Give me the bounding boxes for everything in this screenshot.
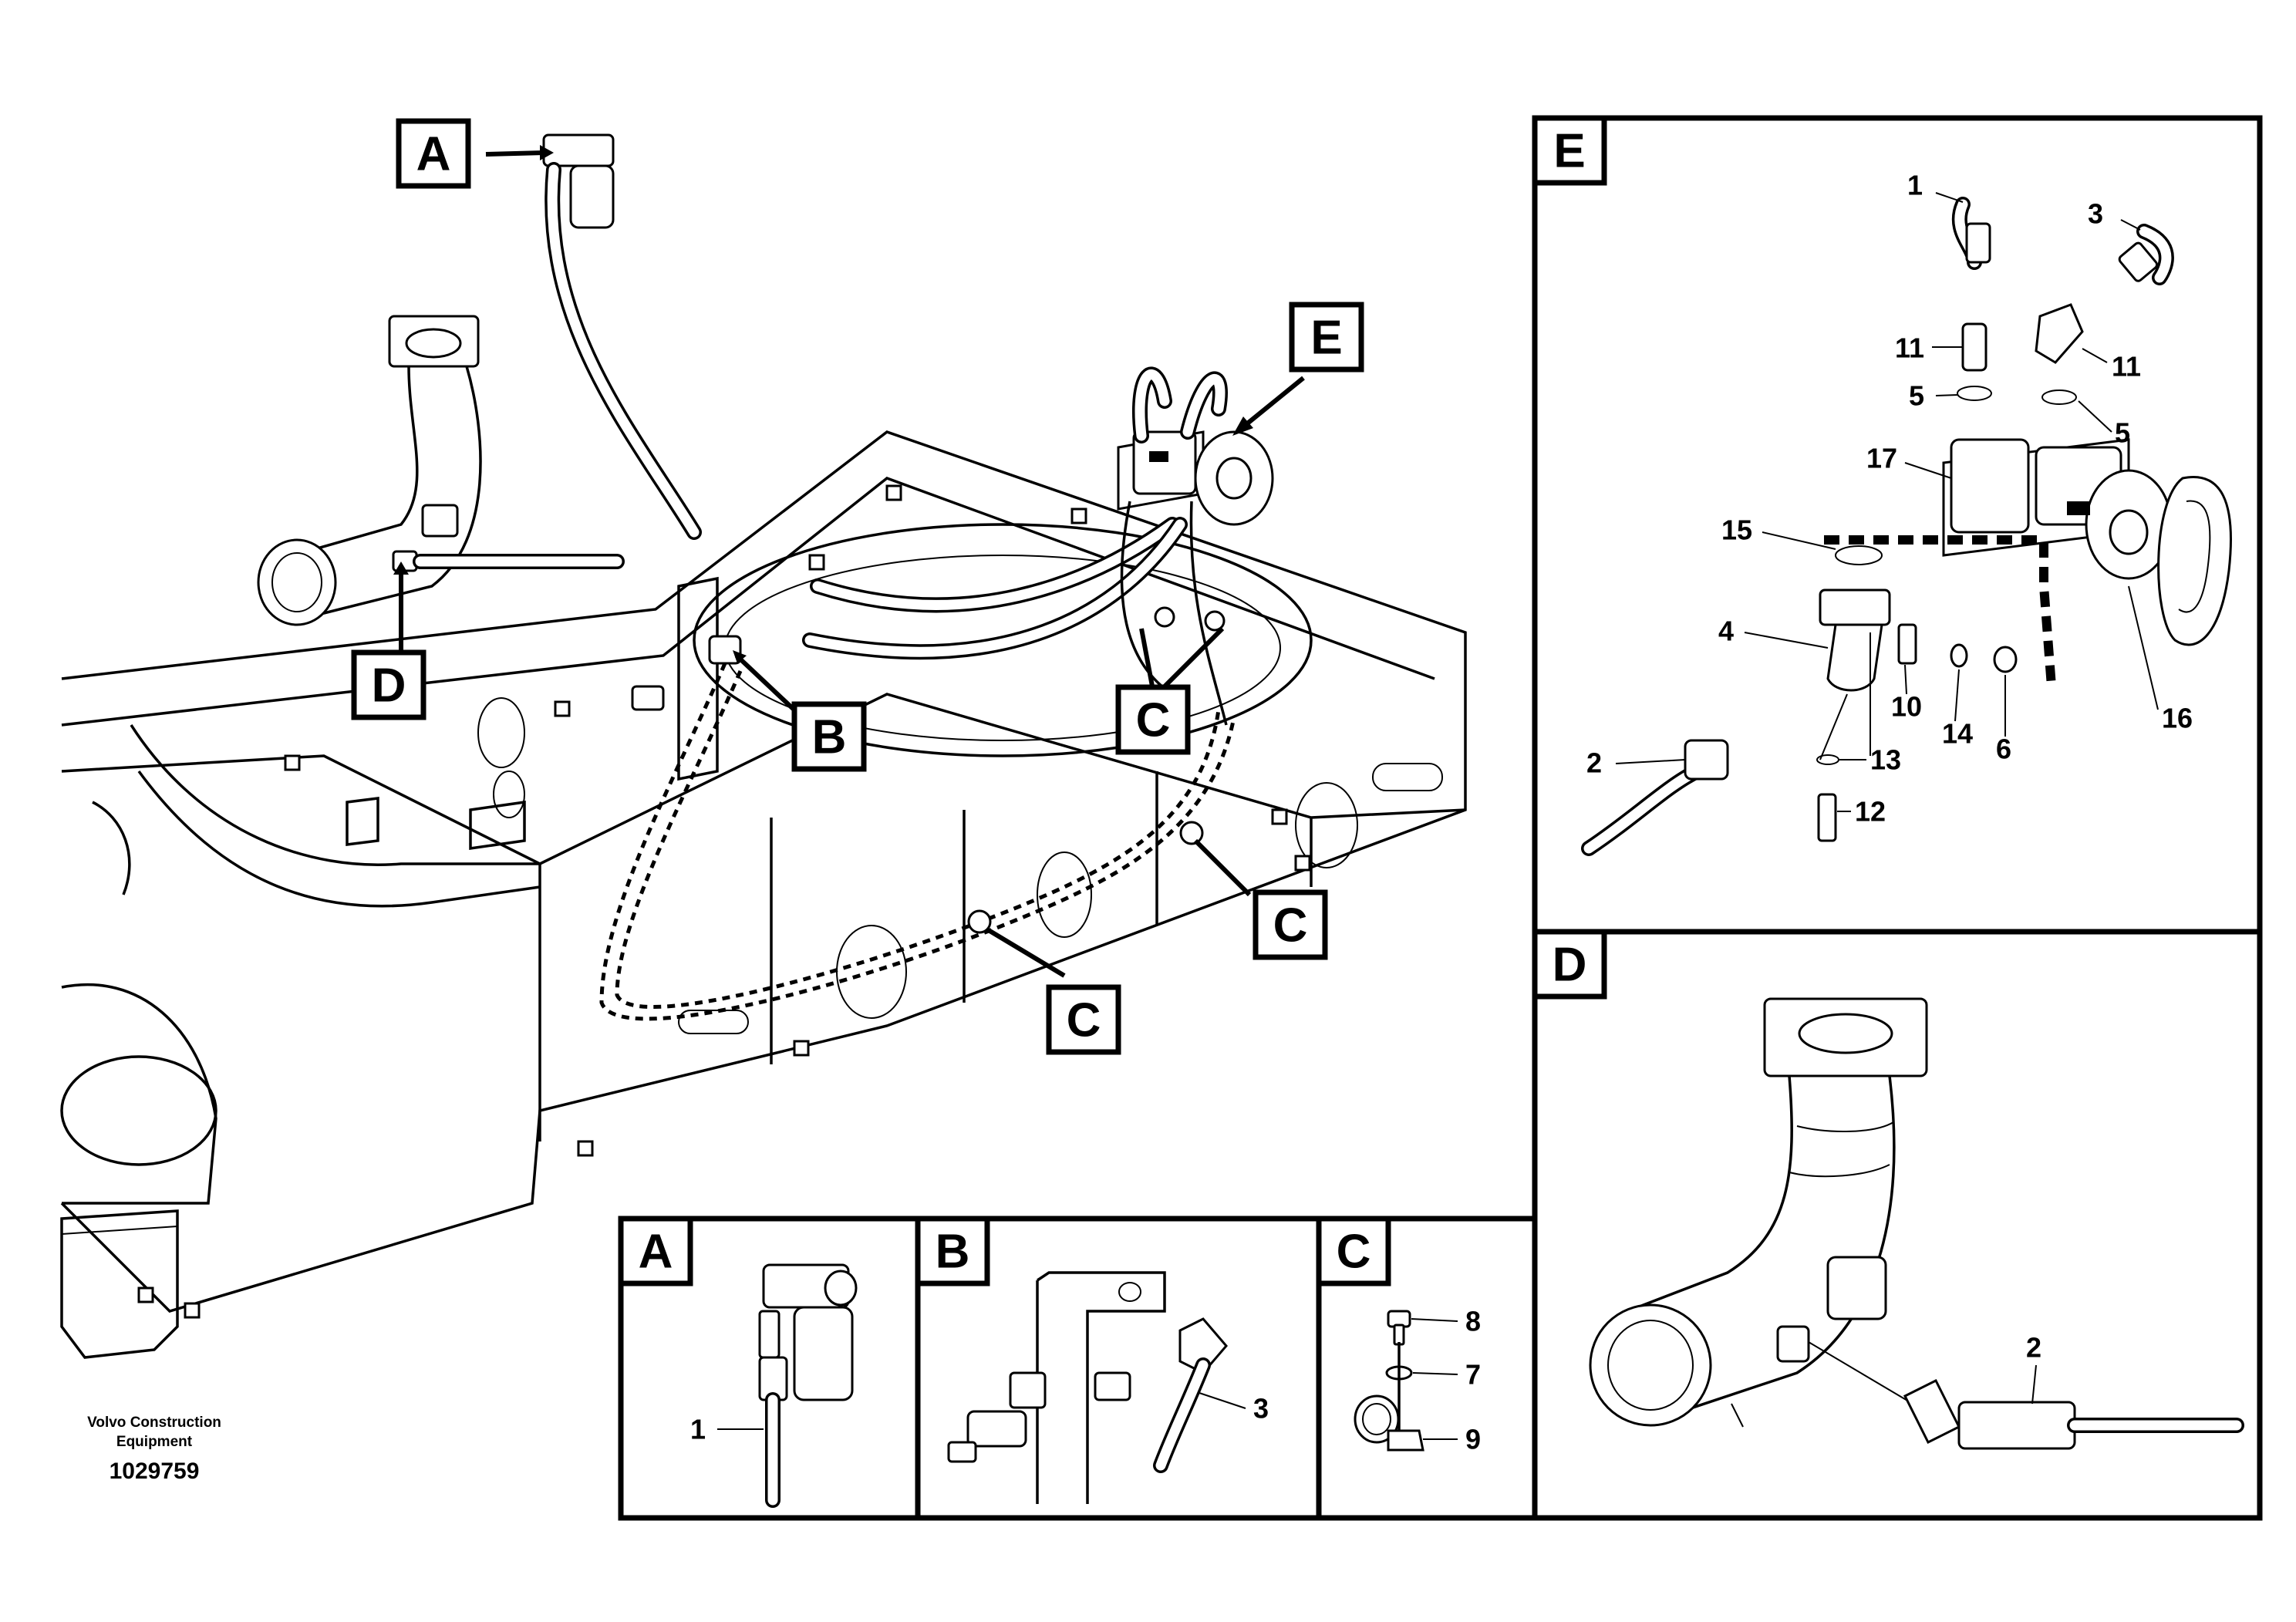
- callout-c-right-label: C: [1273, 899, 1308, 953]
- callout-c-upper-label: C: [1136, 694, 1171, 747]
- panel-e-part-11-left: 11: [1895, 332, 1924, 364]
- callout-e-label: E: [1310, 312, 1342, 365]
- panel-d-part-2: 2: [2026, 1332, 2041, 1364]
- panel-e-part-15: 15: [1721, 514, 1752, 546]
- company-name-line2: Equipment: [116, 1434, 193, 1450]
- main-leader-lines: [393, 145, 1305, 978]
- panel-c-part-7: 7: [1465, 1359, 1481, 1391]
- detail-panel-c: C 8 7 9: [1316, 1216, 1538, 1521]
- callout-c-right: C: [1253, 889, 1328, 960]
- callout-b: B: [791, 701, 867, 772]
- hose-routing: [599, 501, 1236, 1021]
- pump-assembly: [1117, 366, 1274, 526]
- panel-e-part-6: 6: [1996, 733, 2011, 765]
- callout-c-lower-label: C: [1067, 994, 1101, 1047]
- panel-a-part-1: 1: [690, 1414, 706, 1445]
- footer-credit: Volvo Construction Equipment 1029759: [87, 1415, 221, 1484]
- panel-c-label: C: [1337, 1226, 1371, 1279]
- panel-e-part-14: 14: [1942, 718, 1973, 750]
- drawing-number: 1029759: [110, 1458, 200, 1484]
- frame-structure: [60, 430, 1467, 1359]
- detail-panel-e: E: [1532, 115, 2263, 935]
- callout-d: D: [351, 649, 426, 720]
- callout-c-upper: C: [1115, 684, 1191, 755]
- callout-c-lower: C: [1046, 984, 1121, 1055]
- detail-panel-b: B 3: [915, 1216, 1322, 1521]
- panel-e-part-16: 16: [2162, 703, 2193, 734]
- panel-e-part-5-right: 5: [2115, 417, 2130, 449]
- main-assembly-drawing: A D B E C C C: [60, 118, 1467, 1359]
- callout-d-label: D: [372, 659, 406, 713]
- detail-panel-a: A 1: [618, 1216, 921, 1521]
- filter-assembly: [542, 133, 702, 540]
- panel-e-part-2: 2: [1586, 747, 1602, 779]
- panel-e-part-labels: 1 3 11 11 5 5 17 15 4 10 14 6 16 2 13 12: [1586, 170, 2193, 828]
- callout-b-label: B: [812, 711, 847, 764]
- panel-b-part-3: 3: [1253, 1393, 1269, 1425]
- panel-b-label: B: [936, 1226, 970, 1279]
- company-name-line1: Volvo Construction: [87, 1415, 221, 1431]
- callout-e: E: [1289, 302, 1364, 373]
- panel-e-part-11-right: 11: [2112, 351, 2141, 383]
- panel-c-part-8: 8: [1465, 1306, 1481, 1337]
- panel-e-part-12: 12: [1855, 796, 1886, 828]
- panel-e-part-13: 13: [1870, 744, 1901, 776]
- panel-e-part-3: 3: [2088, 198, 2103, 230]
- panel-c-part-9: 9: [1465, 1424, 1481, 1455]
- callout-a: A: [396, 118, 471, 189]
- panel-e-part-17: 17: [1866, 443, 1897, 474]
- panel-d-label: D: [1553, 939, 1587, 992]
- detail-panel-d: D 2: [1532, 929, 2263, 1521]
- panel-e-part-4: 4: [1718, 615, 1734, 647]
- panel-e-part-5-left: 5: [1909, 380, 1924, 412]
- callout-a-label: A: [416, 128, 451, 181]
- panel-a-label: A: [639, 1226, 673, 1279]
- panel-e-label: E: [1553, 125, 1585, 178]
- suction-pipe: [257, 315, 625, 626]
- panel-e-part-1: 1: [1907, 170, 1923, 201]
- panel-e-part-10: 10: [1891, 691, 1922, 723]
